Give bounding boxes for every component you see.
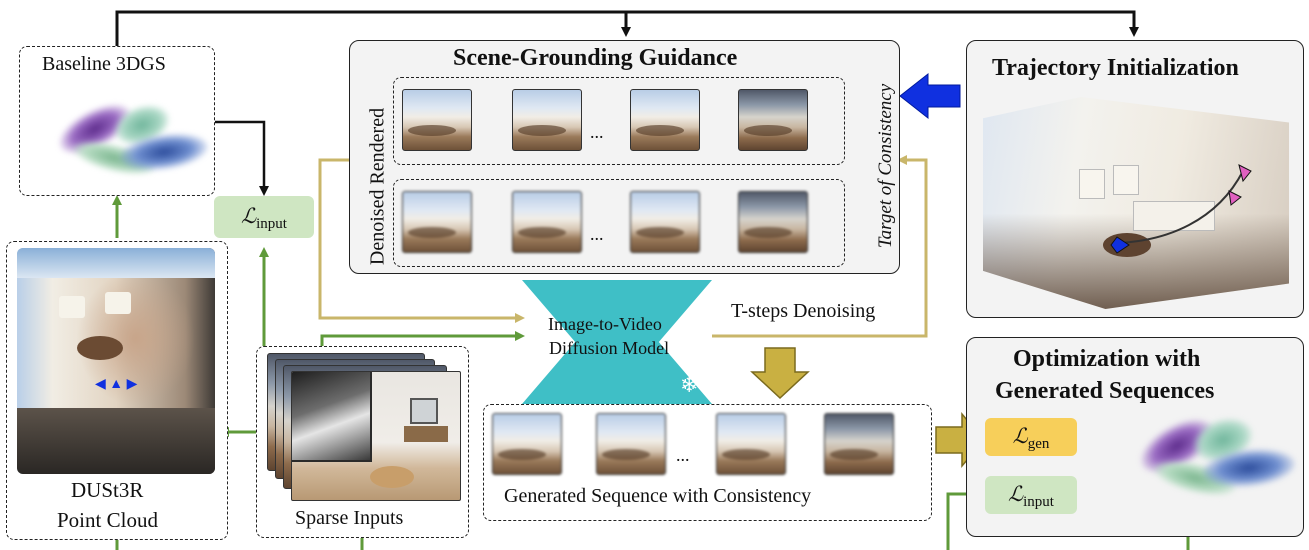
denoised-frame-1 [402, 191, 472, 253]
diffusion-to-guidance-line [712, 155, 928, 338]
diffusion-label-1: Image-to-Video [548, 314, 662, 334]
pointcloud-table [77, 336, 123, 360]
denoised-row: ... [393, 179, 845, 267]
blue-arrow [899, 72, 961, 120]
pointcloud-box: ◀ ▲ ▶ DUSt3R Point Cloud [6, 241, 228, 540]
generated-frame-4 [824, 413, 894, 475]
guidance-to-diffusion-line [318, 158, 525, 323]
loss-symbol: ℒ [241, 204, 257, 228]
trajectory-title: Trajectory Initialization [992, 55, 1239, 81]
sparse-input-frame-front [291, 371, 461, 501]
loss-input-right-symbol: ℒ [1008, 482, 1024, 506]
denoised-text: Denoised [366, 189, 389, 266]
trajectory-path [1116, 170, 1244, 244]
pointcloud-image: ◀ ▲ ▶ [17, 248, 215, 474]
trajectory-camera-mid [1228, 190, 1242, 206]
baseline-3dgs-label: Baseline 3DGS [42, 53, 166, 75]
generated-ellipsis: ... [676, 445, 690, 465]
loss-input-right: ℒinput [985, 476, 1077, 514]
loss-gen-symbol: ℒ [1012, 424, 1028, 448]
target-consistency-label: Target of Consistency [875, 83, 896, 249]
sparse-inputs-label: Sparse Inputs [295, 507, 404, 529]
optimization-title-1: Optimization with [1013, 346, 1201, 372]
trajectory-sofa [1133, 201, 1215, 231]
rendered-frame-4 [738, 89, 808, 151]
denoised-frame-3 [630, 191, 700, 253]
loss-gen-subscript: gen [1027, 436, 1050, 453]
denoised-ellipsis: ... [590, 224, 604, 244]
sparse-painting [292, 372, 372, 462]
diffusion-label-2: Diffusion Model [549, 338, 670, 358]
baseline-to-loss-line [214, 120, 269, 196]
trajectory-chair-2 [1113, 165, 1139, 195]
denoised-rendered-label: Denoised Rendered [367, 97, 390, 277]
trajectory-room-image [983, 97, 1289, 309]
loss-gen: ℒgen [985, 418, 1077, 456]
loss-input-right-subscript: input [1023, 494, 1054, 511]
rendered-frame-3 [630, 89, 700, 151]
camera-trajectory [1110, 164, 1252, 254]
baseline-3dgs-box: Baseline 3DGS [19, 46, 215, 196]
generated-frame-3 [716, 413, 786, 475]
rendered-row: ... [393, 77, 845, 165]
pointcloud-wall-top [17, 248, 215, 278]
loss-input-left: ℒinput [214, 196, 314, 238]
sparse-cabinet [404, 426, 448, 442]
scene-grounding-box: Scene-Grounding Guidance Denoised Render… [349, 40, 900, 274]
optimization-title-2: Generated Sequences [995, 378, 1215, 404]
rendered-frame-2 [512, 89, 582, 151]
rendered-ellipsis: ... [590, 122, 604, 142]
trajectory-box: Trajectory Initialization [966, 40, 1304, 318]
pointcloud-chair-left [59, 296, 85, 318]
generated-frame-2 [596, 413, 666, 475]
t-steps-label: T-steps Denoising [731, 300, 876, 322]
olive-down-arrow [750, 347, 810, 400]
scene-grounding-title: Scene-Grounding Guidance [453, 45, 738, 71]
rendered-text: Rendered [366, 107, 389, 185]
generated-sequence-box: ... Generated Sequence with Consistency [483, 404, 932, 521]
generated-frame-1 [492, 413, 562, 475]
trajectory-chair-1 [1079, 169, 1105, 199]
pointcloud-label: Point Cloud [57, 508, 158, 532]
loss-subscript: input [256, 216, 287, 233]
optimization-box: Optimization with Generated Sequences ℒg… [966, 337, 1304, 537]
dust3r-label: DUSt3R [71, 478, 144, 502]
sparse-to-diffusion-line [320, 331, 525, 346]
sparse-inputs-box: Sparse Inputs [256, 346, 469, 538]
sparse-window [410, 398, 438, 424]
trajectory-camera-end [1238, 164, 1252, 183]
sparse-ottoman [370, 466, 414, 488]
trajectory-camera-start [1110, 236, 1130, 254]
denoised-frame-2 [512, 191, 582, 253]
generated-sequence-label: Generated Sequence with Consistency [504, 485, 812, 507]
pointcloud-cameras: ◀ ▲ ▶ [95, 377, 138, 392]
rendered-frame-1 [402, 89, 472, 151]
snowflake-icon: ❄ [680, 372, 699, 397]
denoised-frame-4 [738, 191, 808, 253]
pointcloud-floor-dark [17, 408, 215, 474]
pointcloud-chair-right [105, 292, 131, 314]
